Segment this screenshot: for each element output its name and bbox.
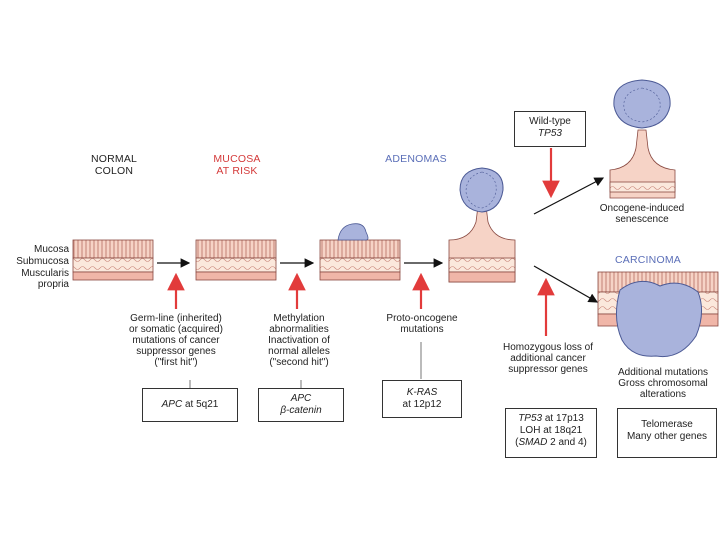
second-hit-text: Methylation abnormalities Inactivation o… [244,313,354,368]
mucosa-at-risk-tissue [196,240,276,280]
gene-box-apc-5q21: APC at 5q21 [142,388,238,422]
first-hit-text: Germ-line (inherited) or somatic (acquir… [110,313,242,368]
carcinoma-tissue [598,272,718,357]
gene-box-apc-beta-catenin: APC β-catenin [258,388,344,422]
layer-submucosa-label: Submucosa [0,256,69,267]
additional-mutations-text: Additional mutations Gross chromosomal a… [606,367,720,400]
layer-muscularis-label: Muscularis propria [0,268,69,290]
senescence-text: Oncogene-induced senescence [594,203,690,225]
layer-mucosa-label: Mucosa [0,244,69,255]
homozygous-loss-text: Homozygous loss of additional cancer sup… [492,342,604,375]
stage-mucosa-at-risk: MUCOSA AT RISK [202,153,272,177]
normal-colon-tissue [73,240,153,280]
gene-box-kras: K-RAS at 12p12 [382,380,462,418]
stage-normal-colon: NORMAL COLON [84,153,144,177]
stage-adenomas: ADENOMAS [376,153,456,165]
pedunculated-adenoma [449,168,515,282]
proto-oncogene-text: Proto-oncogene mutations [372,313,472,335]
small-adenoma-tissue [320,224,400,280]
gene-box-tp53-loh-smad: TP53 at 17p13 LOH at 18q21 (SMAD 2 and 4… [505,408,597,458]
gene-apc: APC [162,399,183,410]
arrow-to-senescence [534,178,603,214]
senescent-polyp [610,80,675,198]
gene-box-telomerase: Telomerase Many other genes [617,408,717,458]
arrow-to-carcinoma [534,266,597,302]
gene-box-wildtype-tp53: Wild-type TP53 [514,111,586,147]
stage-carcinoma: CARCINOMA [608,254,688,266]
